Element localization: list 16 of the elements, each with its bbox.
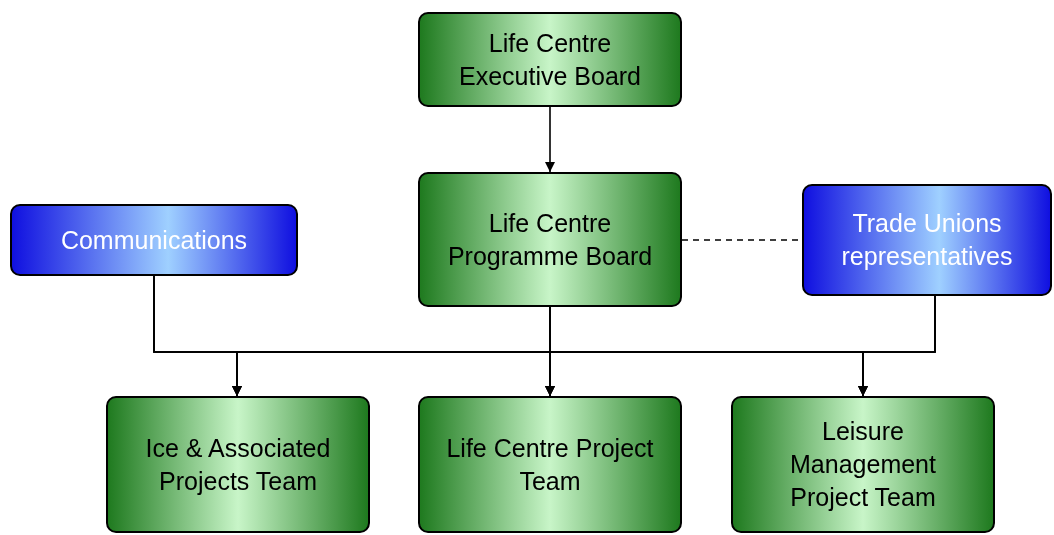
arrow (545, 106, 555, 173)
box-label: Leisure Management Project Team (789, 416, 937, 513)
box-label: Trade Unions representatives (840, 208, 1014, 272)
process-box (731, 396, 995, 533)
arrow (858, 295, 936, 397)
box-label: Life Centre Project Team (446, 432, 654, 497)
process-box (418, 172, 682, 307)
box-label: Life Centre Executive Board (457, 27, 642, 92)
process-box (418, 12, 682, 107)
process-box (418, 396, 682, 533)
box-label: Communications (60, 224, 248, 256)
process-box (10, 204, 298, 276)
box-label: Ice & Associated Projects Team (144, 432, 332, 497)
process-box (802, 184, 1052, 296)
box-label: Life Centre Programme Board (446, 207, 654, 272)
process-box (106, 396, 370, 533)
